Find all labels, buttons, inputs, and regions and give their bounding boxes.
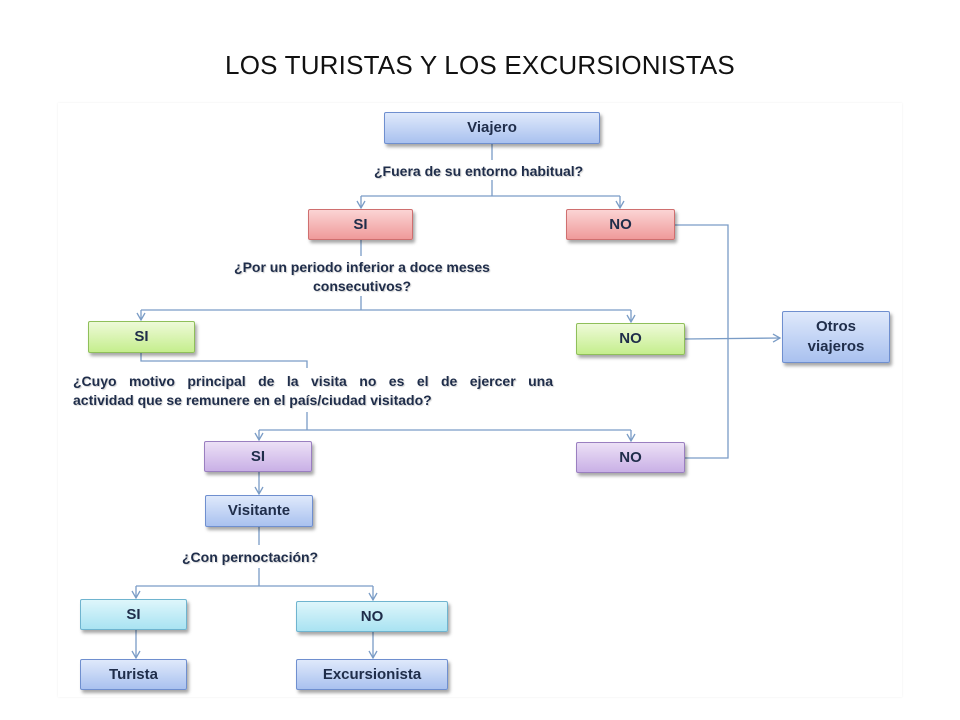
diagram-panel	[58, 103, 902, 697]
connector-si-periodo	[140, 353, 308, 368]
node-visitante: Visitante	[205, 495, 313, 527]
node-no-periodo: NO	[576, 323, 685, 355]
node-excursionista: Excursionista	[296, 659, 448, 690]
question-motivo-line2: actividad que se remunere en el país/ciu…	[73, 392, 432, 408]
node-no-entorno: NO	[566, 209, 675, 240]
connector-no-periodo-otros	[684, 333, 782, 343]
node-si-pernoctacion: SI	[80, 599, 187, 630]
node-no-motivo: NO	[576, 442, 685, 473]
question-motivo-line1: ¿Cuyo motivo principal de la visita no e…	[73, 373, 553, 389]
connector-periodo-split	[141, 296, 631, 311]
slide-title: LOS TURISTAS Y LOS EXCURSIONISTAS	[225, 50, 735, 80]
question-periodo-line2: consecutivos?	[312, 278, 412, 294]
node-viajero: Viajero	[384, 112, 600, 144]
node-turista: Turista	[80, 659, 187, 690]
connector-no-motivo-otros	[685, 338, 729, 459]
node-si-entorno: SI	[308, 209, 413, 240]
connector-pernoctacion-split	[136, 568, 373, 587]
connector-no-entorno-otros	[675, 224, 729, 338]
question-entorno: ¿Fuera de su entorno habitual?	[374, 163, 584, 179]
node-si-motivo: SI	[204, 441, 312, 472]
node-si-periodo: SI	[88, 321, 195, 353]
question-periodo: ¿Por un periodo inferior a doce meses co…	[212, 258, 512, 296]
connector-motivo-split	[259, 412, 631, 431]
question-periodo-line1: ¿Por un periodo inferior a doce meses	[234, 259, 490, 275]
question-motivo: ¿Cuyo motivo principal de la visita no e…	[73, 372, 553, 410]
node-otros-viajeros: Otros viajeros	[782, 311, 890, 363]
node-no-pernoctacion: NO	[296, 601, 448, 632]
connector-entorno-split	[361, 180, 620, 197]
question-pernoctacion: ¿Con pernoctación?	[182, 549, 319, 565]
